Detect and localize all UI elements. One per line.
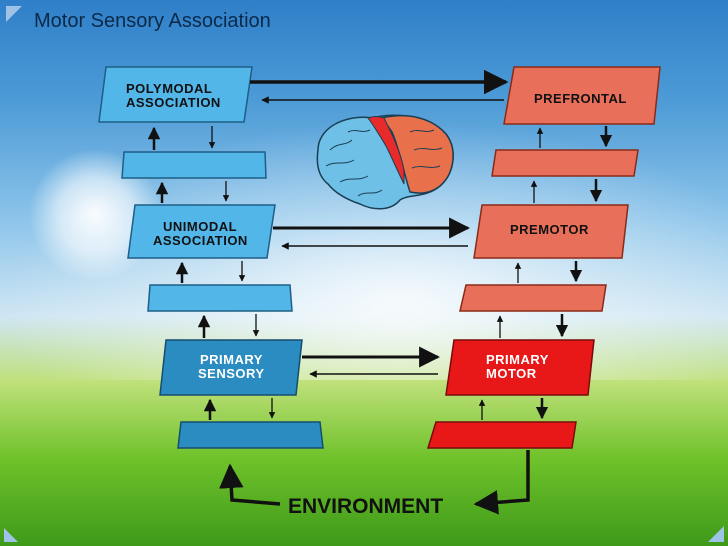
corner-accent-bottom-left (4, 528, 18, 542)
unimodal-label-line2: ASSOCIATION (153, 233, 248, 248)
primary-motor-label-line1: PRIMARY (486, 352, 549, 367)
bar-motor-2 (459, 284, 607, 312)
corner-accent-top-left (6, 6, 22, 22)
bar-motor-1 (491, 149, 639, 177)
box-primary-motor: PRIMARY MOTOR (445, 339, 595, 396)
box-unimodal-association: UNIMODAL ASSOCIATION (127, 204, 276, 259)
unimodal-label-line1: UNIMODAL (163, 219, 237, 234)
box-primary-sensory: PRIMARY SENSORY (159, 339, 303, 396)
polymodal-label-line2: ASSOCIATION (126, 95, 221, 110)
environment-label: ENVIRONMENT (288, 495, 443, 518)
box-prefrontal: PREFRONTAL (503, 66, 661, 125)
primary-motor-label-line2: MOTOR (486, 366, 537, 381)
polymodal-label-line1: POLYMODAL (126, 81, 212, 96)
brain-sulci (325, 129, 443, 197)
vertical-arrows-sensory (147, 126, 276, 420)
environment-loop (219, 450, 530, 515)
arrow-environment-to-sensory (219, 463, 281, 506)
brain-illustration (316, 114, 454, 210)
arrow-motor-to-environment (473, 450, 530, 515)
premotor-label: PREMOTOR (510, 222, 589, 237)
bar-sensory-3 (177, 421, 324, 449)
corner-accent-bottom-right (708, 526, 724, 542)
bar-sensory-1 (121, 151, 267, 179)
bar-sensory-2 (147, 284, 293, 312)
primary-sensory-label-line2: SENSORY (198, 366, 265, 381)
brain-motor-strip (367, 116, 405, 185)
bar-motor-3 (426, 421, 577, 449)
slide-title: Motor Sensory Association (34, 10, 271, 32)
horizontal-arrows (250, 69, 509, 378)
prefrontal-label: PREFRONTAL (534, 91, 627, 106)
vertical-arrows-motor (478, 126, 613, 420)
box-premotor: PREMOTOR (473, 204, 629, 259)
primary-sensory-label-line1: PRIMARY (200, 352, 263, 367)
box-polymodal-association: POLYMODAL ASSOCIATION (98, 66, 253, 123)
